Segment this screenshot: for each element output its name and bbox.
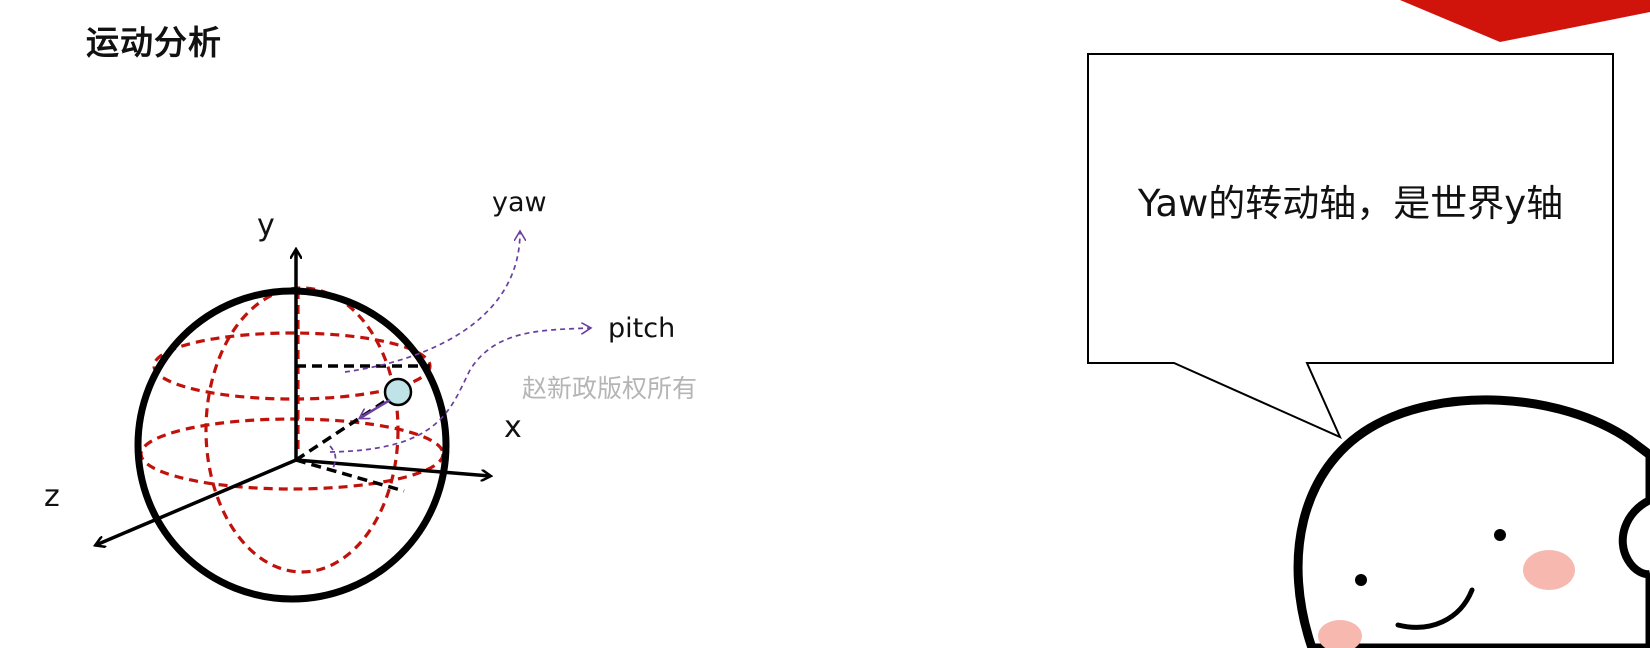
mascot-hand [1618,496,1650,579]
sphere-diagram [0,0,1000,603]
speech-bubble-outline [1087,53,1614,439]
sphere-outline [134,287,450,603]
page-title: 运动分析 [86,23,222,62]
pitch-angle-arc [329,445,337,471]
point-on-sphere [383,377,413,407]
mascot-head [1293,395,1650,648]
mascot-cheek-right [1523,550,1575,590]
meridian-ellipse [204,286,400,574]
rotation-arrows [329,232,590,471]
yaw-label: yaw [492,187,547,218]
x-axis-label: x [504,410,522,445]
mascot-eye-left [1355,574,1367,586]
mascot-mouth [1395,587,1475,630]
z-axis-line [96,458,297,545]
coordinate-axes [96,250,490,545]
x-axis-line [295,458,490,476]
speech-bubble-text: Yaw的转动轴，是世界y轴 [1137,182,1564,225]
point-direction-arrow [360,398,391,418]
yaw-arrow [344,232,520,373]
corner-banner-shape [1400,0,1650,42]
pitch-arrow [329,328,590,453]
watermark-text: 赵新政版权所有 [522,374,698,403]
y-axis-label: y [257,208,275,243]
pitch-label: pitch [608,313,676,344]
mascot-eye-right [1494,529,1506,541]
mascot-cheek-left [1318,620,1362,648]
z-axis-label: z [44,479,60,514]
